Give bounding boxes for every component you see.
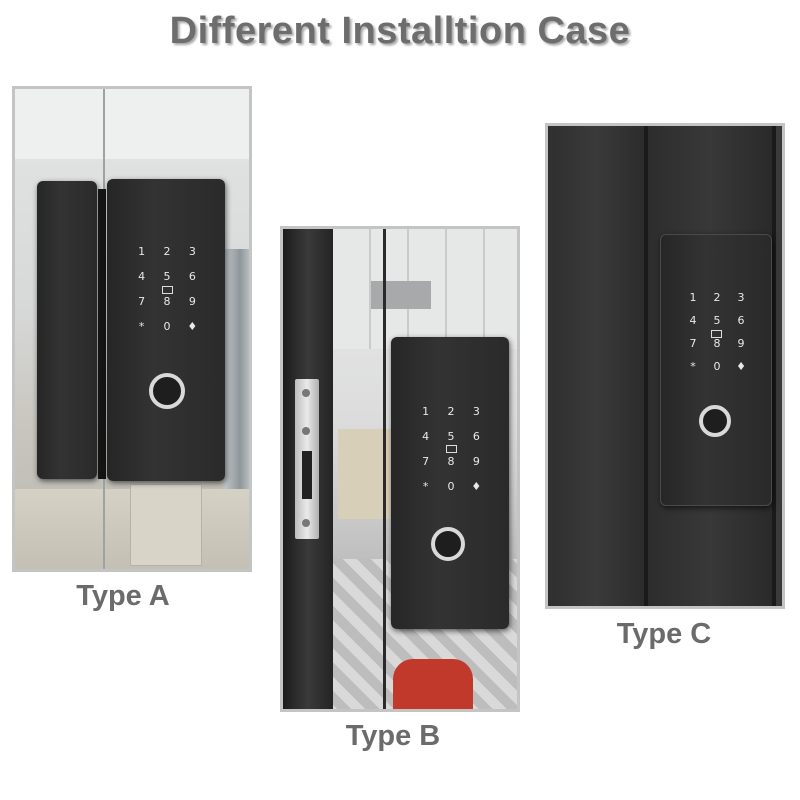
key-5[interactable]: 5 (713, 314, 721, 327)
key-1[interactable]: 1 (138, 245, 146, 258)
key-2[interactable]: 2 (447, 405, 455, 418)
key-6[interactable]: 6 (472, 430, 480, 443)
page-title: Different Installtion Case (169, 10, 631, 52)
key-9[interactable]: 9 (472, 455, 480, 468)
key-1[interactable]: 1 (422, 405, 430, 418)
key-7[interactable]: 7 (422, 455, 430, 468)
lock-main-type-b: 1 2 3 4 5 6 7 8 9 * 0 ♦ (391, 337, 509, 629)
lock-main-type-a: 1 2 3 4 5 6 7 8 9 * 0 ♦ (107, 179, 225, 481)
bell-icon[interactable]: ♦ (187, 320, 198, 333)
strike-plate (295, 379, 319, 539)
keypad: 1 2 3 4 5 6 7 8 9 * 0 ♦ (413, 405, 489, 493)
key-1[interactable]: 1 (689, 291, 697, 304)
key-8[interactable]: 8 (447, 455, 455, 468)
fingerprint-sensor[interactable] (431, 527, 465, 561)
key-0[interactable]: 0 (713, 360, 721, 373)
key-7[interactable]: 7 (138, 295, 146, 308)
photo-type-b: 1 2 3 4 5 6 7 8 9 * 0 ♦ (280, 226, 520, 712)
fingerprint-sensor[interactable] (699, 405, 731, 437)
keypad: 1 2 3 4 5 6 7 8 9 * 0 ♦ (681, 291, 753, 373)
label-type-c: Type C (616, 618, 712, 650)
card-icon (162, 286, 173, 294)
key-6[interactable]: 6 (188, 270, 196, 283)
photo-type-a: 1 2 3 4 5 6 7 8 9 * 0 ♦ (12, 86, 252, 572)
key-4[interactable]: 4 (689, 314, 697, 327)
key-0[interactable]: 0 (447, 480, 455, 493)
fingerprint-sensor[interactable] (149, 373, 185, 409)
key-3[interactable]: 3 (188, 245, 196, 258)
key-3[interactable]: 3 (737, 291, 745, 304)
lock-left-block (37, 181, 97, 479)
photo-type-c: 1 2 3 4 5 6 7 8 9 * 0 ♦ (545, 123, 785, 609)
key-star[interactable]: * (138, 320, 145, 333)
lock-main-type-c: 1 2 3 4 5 6 7 8 9 * 0 ♦ (660, 234, 772, 506)
key-9[interactable]: 9 (188, 295, 196, 308)
label-type-b: Type B (345, 720, 441, 752)
key-0[interactable]: 0 (163, 320, 171, 333)
key-3[interactable]: 3 (472, 405, 480, 418)
bell-icon[interactable]: ♦ (736, 360, 746, 373)
card-icon (711, 330, 722, 338)
key-2[interactable]: 2 (713, 291, 721, 304)
label-type-a: Type A (76, 580, 170, 612)
key-5[interactable]: 5 (447, 430, 455, 443)
key-8[interactable]: 8 (713, 337, 721, 350)
key-2[interactable]: 2 (163, 245, 171, 258)
key-star[interactable]: * (690, 360, 696, 373)
key-5[interactable]: 5 (163, 270, 171, 283)
key-4[interactable]: 4 (422, 430, 430, 443)
key-9[interactable]: 9 (737, 337, 745, 350)
keypad: 1 2 3 4 5 6 7 8 9 * 0 ♦ (129, 245, 205, 333)
key-7[interactable]: 7 (689, 337, 697, 350)
bell-icon[interactable]: ♦ (471, 480, 482, 493)
key-4[interactable]: 4 (138, 270, 146, 283)
key-6[interactable]: 6 (737, 314, 745, 327)
card-icon (446, 445, 457, 453)
key-star[interactable]: * (422, 480, 429, 493)
key-8[interactable]: 8 (163, 295, 171, 308)
